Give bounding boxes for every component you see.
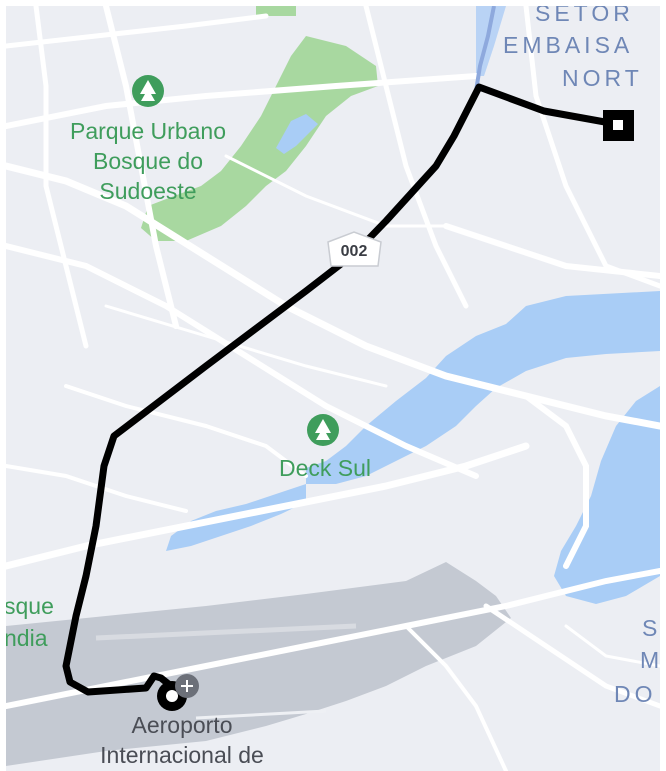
- tree-icon: [307, 414, 339, 446]
- sector-label-line1: SETOR: [535, 6, 634, 26]
- road-shield-label: 002: [341, 243, 368, 260]
- bosque-partial-label-2: ndia: [6, 625, 48, 651]
- park-label-line1: Parque Urbano: [70, 118, 226, 144]
- sector-label-line2: EMBAISA: [503, 32, 633, 58]
- right-edge-label-1: S: [642, 615, 660, 641]
- route-line: [62, 83, 620, 696]
- airplane-icon: [175, 674, 199, 698]
- map-view[interactable]: 002 Parque Urbano Bosque do Sudoeste Dec…: [6, 6, 660, 771]
- highway-eixo: [474, 6, 496, 92]
- map-canvas[interactable]: 002 Parque Urbano Bosque do Sudoeste Dec…: [6, 6, 660, 771]
- taxiway: [195, 709, 327, 720]
- airport-label-line2: Internacional de: [100, 742, 264, 768]
- right-edge-label-2: M: [640, 647, 660, 673]
- road-shield: 002: [327, 231, 382, 267]
- runway: [95, 623, 357, 641]
- destination-marker-icon[interactable]: [603, 110, 634, 141]
- bosque-partial-label-1: sque: [6, 593, 54, 619]
- airport-zone: [6, 562, 511, 766]
- right-edge-label-3: DO: [614, 681, 657, 707]
- park-label-line2: Bosque do: [93, 148, 203, 174]
- deck-sul-label: Deck Sul: [279, 455, 371, 481]
- sector-label-line3: NORT: [562, 65, 643, 91]
- tree-icon: [132, 75, 164, 107]
- airport-label-line1: Aeroporto: [131, 712, 232, 738]
- road-network: [6, 6, 660, 771]
- park-label-line3: Sudoeste: [99, 178, 196, 204]
